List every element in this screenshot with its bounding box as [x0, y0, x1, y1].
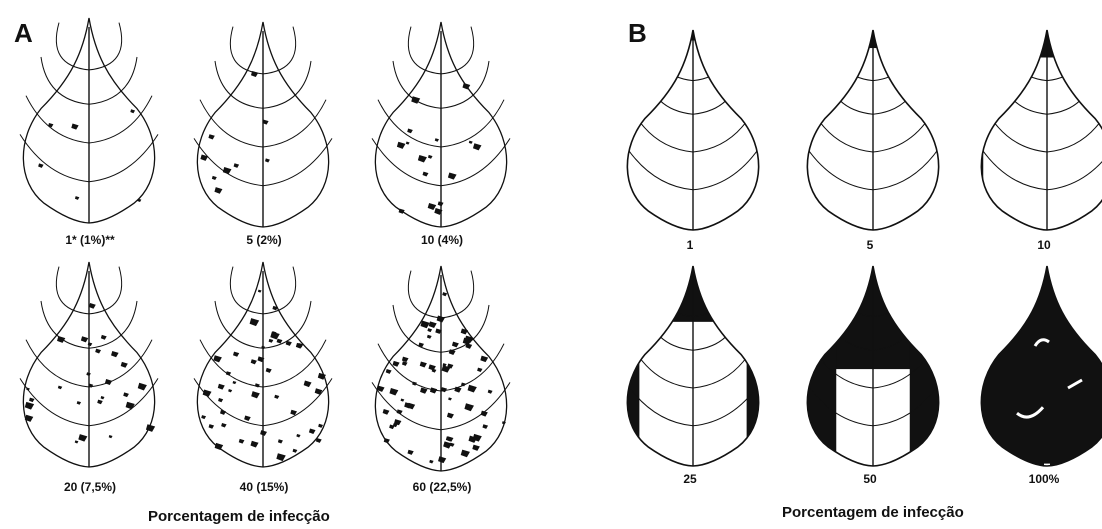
leaf-b-2-drawing: [798, 26, 948, 236]
leaf-b-5-margin-lesion: [910, 262, 948, 472]
leaf-b-6-margin-lesion: [972, 262, 1044, 472]
leaf-a-5-drawing: [188, 258, 338, 473]
leaf-a-4: [14, 258, 164, 473]
leaf-b-2-margin-lesion: [798, 26, 806, 236]
leaf-b-2-label: 5: [800, 238, 940, 252]
leaf-a-4-drawing: [14, 258, 164, 473]
leaf-a-1: [14, 14, 164, 229]
leaf-b-5-label: 50: [800, 472, 940, 486]
panel-a-footer: Porcentagem de infecção: [148, 508, 330, 525]
leaf-b-6: [972, 262, 1102, 472]
leaf-a-1-drawing: [14, 14, 164, 229]
leaf-b-5-margin-lesion: [798, 262, 836, 472]
leaf-a-5-label: 40 (15%): [194, 480, 334, 494]
leaf-a-4-label: 20 (7,5%): [20, 480, 160, 494]
leaf-a-1-label: 1* (1%)**: [20, 233, 160, 247]
leaf-b-1-margin-lesion: [618, 26, 623, 236]
leaf-a-6: [366, 262, 516, 477]
leaf-b-2: [798, 26, 948, 236]
leaf-b-2-margin-lesion: [940, 26, 948, 236]
leaf-b-4: [618, 262, 768, 472]
leaf-a-1-lesion: [137, 199, 141, 202]
leaf-b-6-margin-lesion: [1050, 262, 1102, 472]
leaf-b-3: [972, 26, 1102, 236]
leaf-b-4-drawing: [618, 262, 768, 472]
leaf-a-3-drawing: [366, 18, 516, 233]
leaf-b-6-drawing: [972, 262, 1102, 472]
leaf-b-3-margin-lesion: [972, 26, 983, 236]
leaf-b-1: [618, 26, 768, 236]
leaf-a-3: [366, 18, 516, 233]
leaf-b-6-label: 100%: [974, 472, 1102, 486]
leaf-b-1-tip-lesion: [618, 26, 768, 40]
leaf-a-5-lesion: [316, 438, 322, 443]
leaf-b-3-outline: [981, 30, 1102, 230]
panel-b-footer: Porcentagem de infecção: [782, 504, 964, 521]
leaf-b-5-drawing: [798, 262, 948, 472]
leaf-a-5: [188, 258, 338, 473]
leaf-a-2-label: 5 (2%): [194, 233, 334, 247]
leaf-a-2-drawing: [188, 18, 338, 233]
leaf-b-1-margin-lesion: [763, 26, 768, 236]
leaf-b-5: [798, 262, 948, 472]
leaf-b-3-label: 10: [974, 238, 1102, 252]
leaf-b-1-label: 1: [620, 238, 760, 252]
leaf-b-1-drawing: [618, 26, 768, 236]
leaf-a-6-drawing: [366, 262, 516, 477]
leaf-b-3-tip-lesion: [972, 26, 1102, 58]
leaf-a-3-label: 10 (4%): [372, 233, 512, 247]
leaf-a-6-label: 60 (22,5%): [372, 480, 512, 494]
leaf-a-2: [188, 18, 338, 233]
leaf-b-3-drawing: [972, 26, 1102, 236]
leaf-b-4-label: 25: [620, 472, 760, 486]
